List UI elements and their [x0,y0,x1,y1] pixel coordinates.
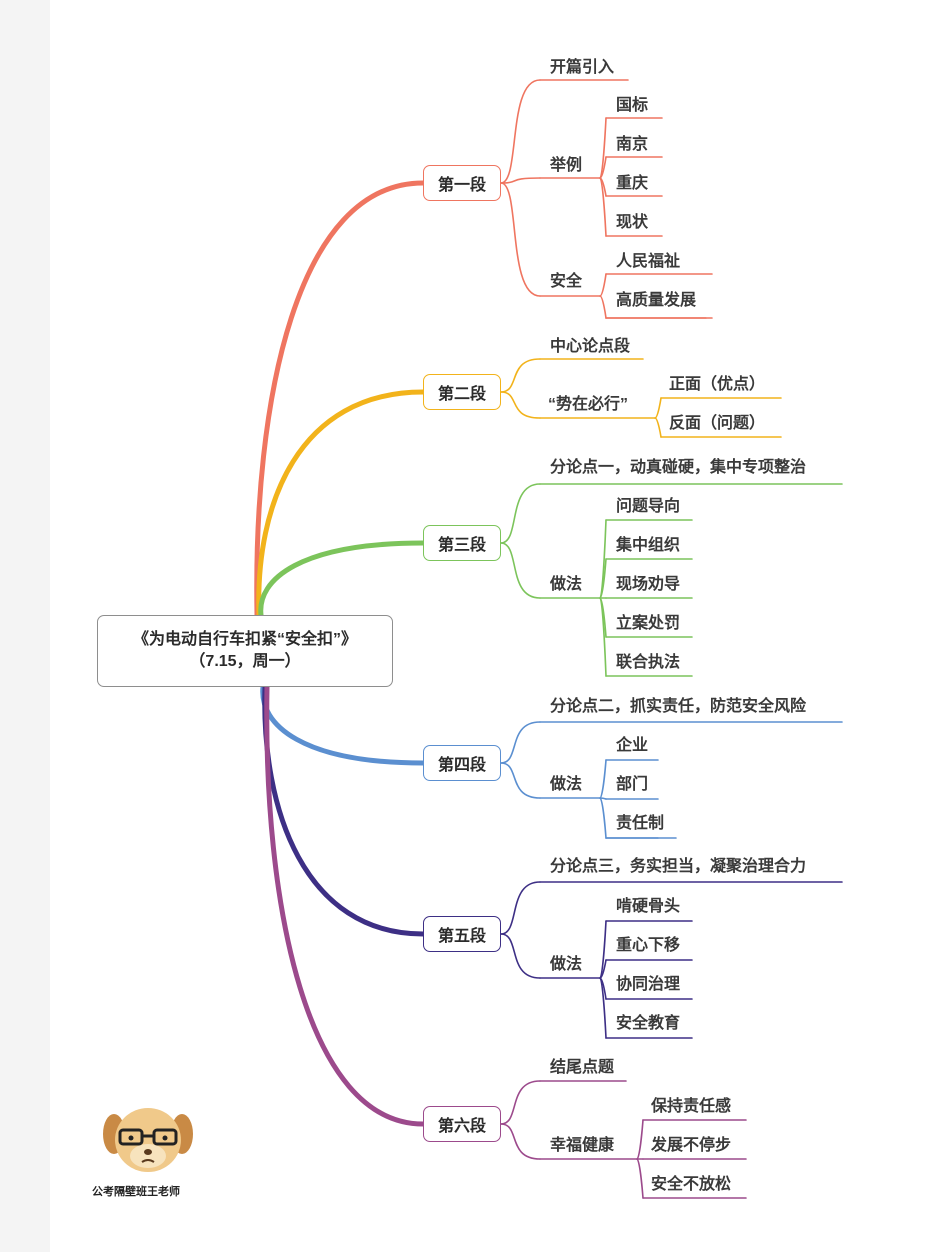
item-label[interactable]: 结尾点题 [550,1059,615,1076]
item-label[interactable]: 安全 [550,273,583,290]
sub-branch [599,797,607,839]
item-label[interactable]: 幸福健康 [550,1137,615,1154]
leaf-label[interactable]: 责任制 [616,815,665,832]
leaf-label[interactable]: 发展不停步 [651,1137,732,1154]
sub-branch [654,397,662,419]
sub-branch [599,597,607,677]
main-branch [262,684,426,937]
main-branch [260,684,426,766]
main-branch [258,540,426,618]
leaf-label[interactable]: 国标 [616,97,649,114]
item-label[interactable]: 做法 [550,956,583,973]
leaf-label[interactable]: 问题导向 [616,498,681,515]
cartoon-dog-with-glasses-icon [103,1108,193,1172]
sub-branch [599,295,607,319]
branch [500,79,541,184]
sub-branch [599,977,607,1039]
sub-branch [599,920,607,979]
leaf-label[interactable]: 高质量发展 [616,292,697,309]
leaf-label[interactable]: 协同治理 [616,976,681,993]
segment-node-4[interactable]: 第四段 [423,745,501,781]
main-branch [264,684,426,1127]
item-label[interactable]: 分论点三，务实担当，凝聚治理合力 [550,858,807,875]
leaf-label[interactable]: 立案处罚 [616,615,681,632]
leaf-label[interactable]: 集中组织 [616,537,681,554]
leaf-label[interactable]: 正面（优点） [669,376,766,393]
item-label[interactable]: “势在必行” [548,396,629,413]
branch [500,721,541,764]
sub-branch [599,759,607,799]
main-branch [256,389,426,618]
sub-branch [599,117,607,179]
leaf-label[interactable]: 安全教育 [616,1015,681,1032]
leaf-label[interactable]: 重心下移 [616,937,681,954]
leaf-label[interactable]: 保持责任感 [651,1098,732,1115]
branch [500,762,541,799]
sub-branch [599,177,607,237]
root-subtitle: （7.15，周一） [189,653,301,670]
main-branch [254,180,426,618]
watermark-text: 公考隔壁班王老师 [92,1186,180,1198]
branch [500,391,541,419]
leaf-label[interactable]: 企业 [616,737,649,754]
branch [500,483,541,544]
leaf-label[interactable]: 南京 [616,136,649,153]
branch [500,182,541,297]
branch [500,881,541,935]
left-margin [0,0,50,1252]
leaf-label[interactable]: 反面（问题） [669,415,766,432]
item-label[interactable]: 中心论点段 [550,338,631,355]
item-label[interactable]: 举例 [550,157,583,174]
leaf-label[interactable]: 联合执法 [616,654,681,671]
leaf-label[interactable]: 安全不放松 [651,1176,732,1193]
sub-branch [636,1119,644,1160]
sub-branch [654,417,662,438]
branch [500,358,541,393]
item-label[interactable]: 开篇引入 [550,59,615,76]
item-label[interactable]: 做法 [550,776,583,793]
branch [500,177,541,184]
item-label[interactable]: 做法 [550,576,583,593]
leaf-label[interactable]: 现场劝导 [616,576,681,593]
leaf-label[interactable]: 部门 [616,776,649,793]
root-node[interactable]: 《为电动自行车扣紧“安全扣”》 （7.15，周一） [97,615,393,687]
sub-branch [636,1158,644,1199]
item-label[interactable]: 分论点一，动真碰硬，集中专项整治 [550,459,807,476]
leaf-label[interactable]: 人民福祉 [616,253,681,270]
leaf-label[interactable]: 啃硬骨头 [616,898,681,915]
branch [500,933,541,979]
branch [500,542,541,599]
branch [500,1080,541,1125]
segment-node-5[interactable]: 第五段 [423,916,501,952]
root-title: 《为电动自行车扣紧“安全扣”》 [132,631,357,648]
leaf-label[interactable]: 现状 [616,214,649,231]
segment-node-1[interactable]: 第一段 [423,165,501,201]
segment-node-6[interactable]: 第六段 [423,1106,501,1142]
segment-node-2[interactable]: 第二段 [423,374,501,410]
leaf-label[interactable]: 重庆 [616,175,649,192]
branch [500,1123,541,1160]
item-label[interactable]: 分论点二，抓实责任，防范安全风险 [550,698,807,715]
sub-branch [599,558,607,599]
segment-node-3[interactable]: 第三段 [423,525,501,561]
sub-branch [599,273,607,297]
